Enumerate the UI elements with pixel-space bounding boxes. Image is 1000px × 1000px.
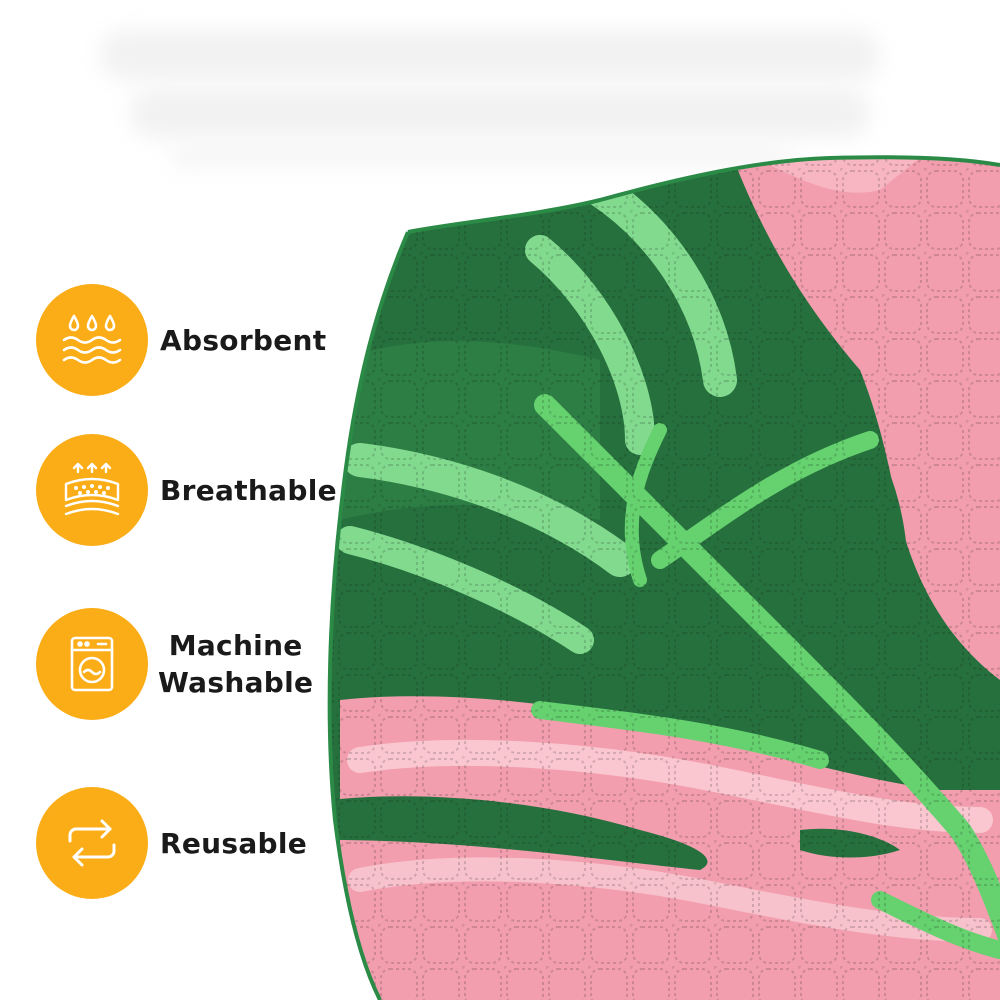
feature-label-line: Machine xyxy=(168,629,303,662)
water-drops-icon xyxy=(36,284,148,396)
feature-label: Machine Washable xyxy=(158,627,313,701)
feature-label: Reusable xyxy=(160,826,308,860)
feature-label: Breathable xyxy=(160,473,337,507)
feature-reusable: Reusable xyxy=(36,787,356,899)
feature-absorbent: Absorbent xyxy=(36,284,356,396)
leaf-pad-image xyxy=(327,155,1000,1000)
feature-label-line: Washable xyxy=(158,666,314,699)
feature-label: Absorbent xyxy=(160,323,327,357)
breathable-layers-icon xyxy=(36,434,148,546)
feature-machine-washable: Machine Washable xyxy=(36,608,356,720)
feature-breathable: Breathable xyxy=(36,434,356,546)
reuse-arrows-icon xyxy=(36,787,148,899)
feature-list: Absorbent Breathable xyxy=(0,0,360,1000)
blurred-header xyxy=(90,30,910,170)
washing-machine-icon xyxy=(36,608,148,720)
